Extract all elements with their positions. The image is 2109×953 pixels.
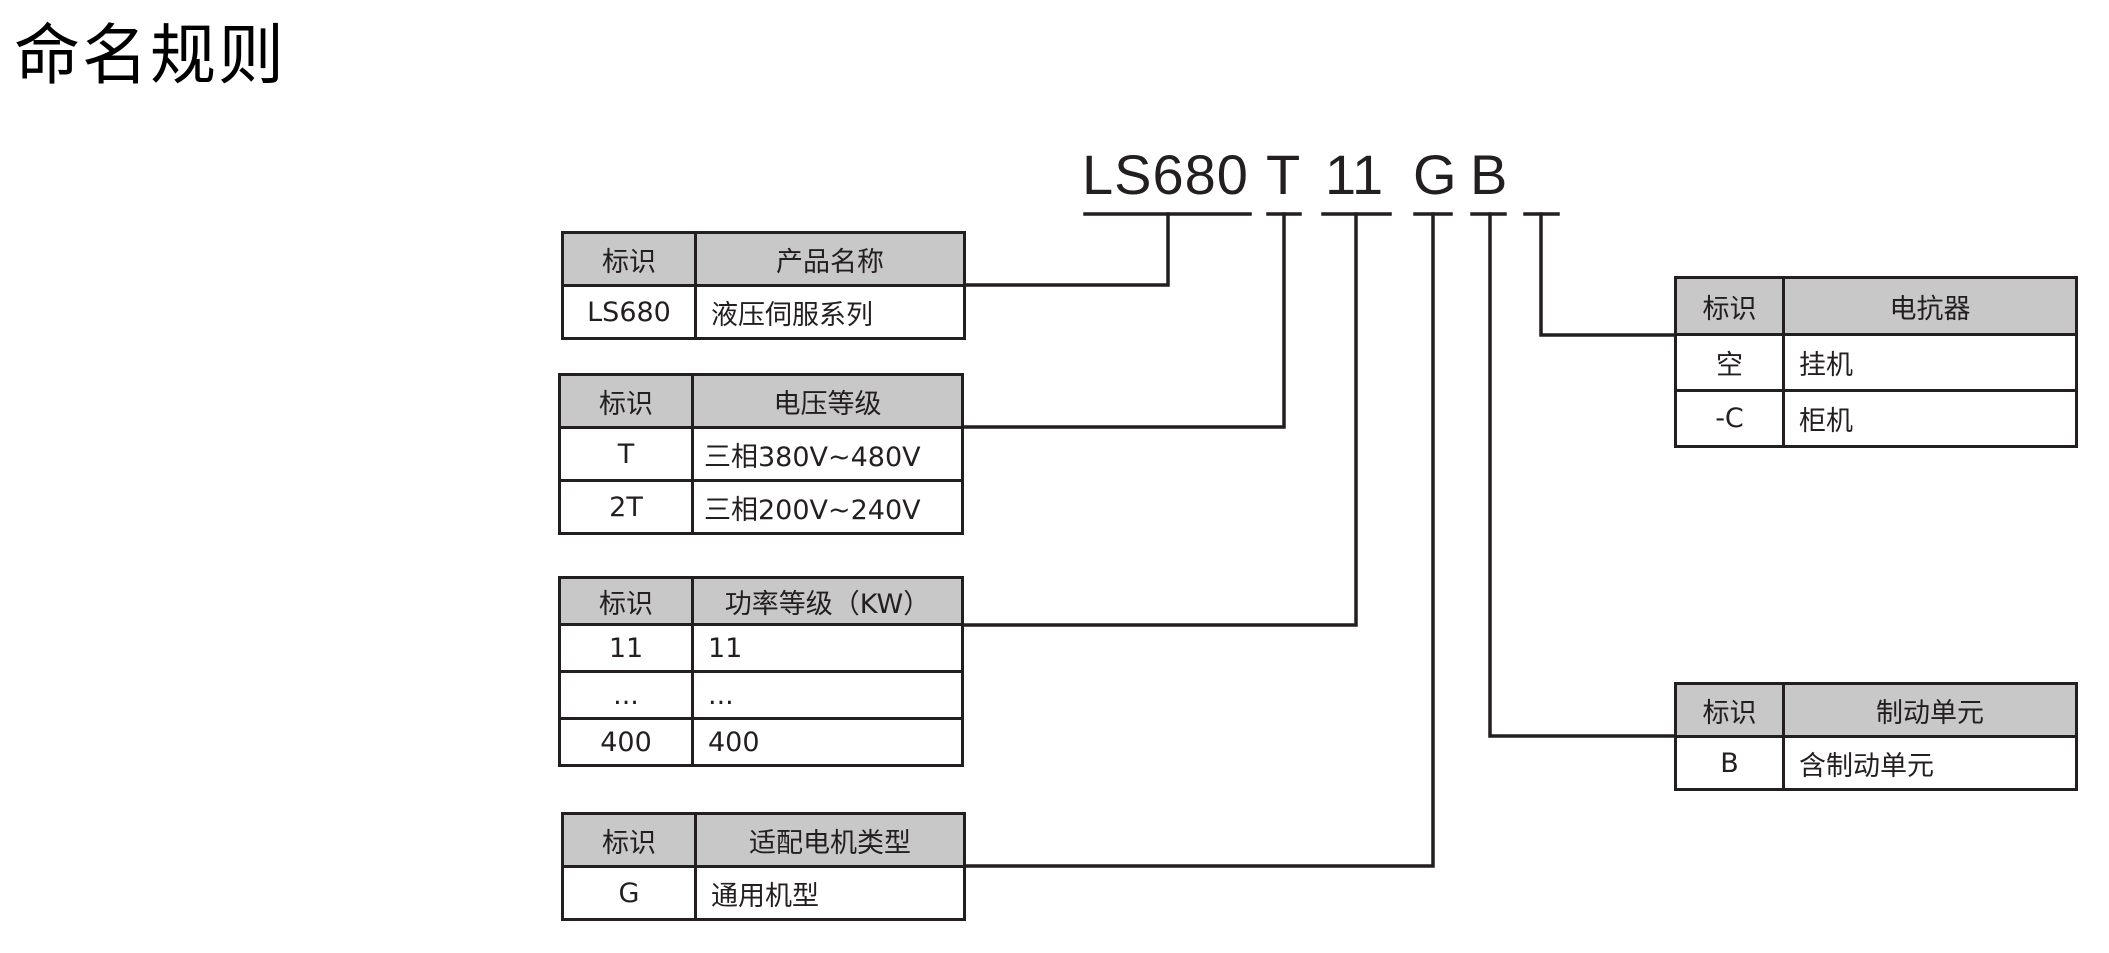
table-header-row: 标识 适配电机类型 (561, 812, 966, 868)
header-id: 标识 (1674, 682, 1785, 738)
page-title: 命名规则 (14, 17, 286, 94)
header-reactor: 电抗器 (1782, 276, 2078, 336)
code-segment-motor: G (1413, 143, 1457, 206)
table-power-class: 标识 功率等级（KW） 11 11 ... ... 400 400 (558, 576, 964, 767)
table-row: B 含制动单元 (1674, 735, 2078, 791)
cell-description: 400 (691, 717, 964, 767)
table-header-row: 标识 产品名称 (561, 231, 966, 287)
cell-id: 2T (558, 479, 694, 535)
cell-id: ... (558, 670, 694, 720)
cell-description: 含制动单元 (1782, 735, 2078, 791)
header-id: 标识 (558, 373, 694, 429)
connector-motor (964, 212, 1435, 868)
cell-id: G (561, 865, 697, 921)
cell-description: 柜机 (1782, 389, 2078, 448)
header-motor-type: 适配电机类型 (694, 812, 966, 868)
header-id: 标识 (558, 576, 694, 626)
cell-description: 液压伺服系列 (694, 284, 966, 340)
code-segment-voltage: T (1266, 143, 1301, 206)
header-id: 标识 (561, 231, 697, 287)
table-row: 400 400 (558, 717, 964, 767)
cell-id: LS680 (561, 284, 697, 340)
table-header-row: 标识 制动单元 (1674, 682, 2078, 738)
table-row: 11 11 (558, 623, 964, 673)
cell-description: 三相380V~480V (691, 426, 964, 482)
table-row: -C 柜机 (1674, 389, 2078, 448)
table-motor-type: 标识 适配电机类型 G 通用机型 (561, 812, 966, 921)
code-segment-brake: B (1470, 143, 1508, 206)
table-header-row: 标识 功率等级（KW） (558, 576, 964, 626)
header-brake-unit: 制动单元 (1782, 682, 2078, 738)
table-header-row: 标识 电抗器 (1674, 276, 2078, 336)
table-product-name: 标识 产品名称 LS680 液压伺服系列 (561, 231, 966, 340)
connector-series (964, 212, 1170, 287)
header-power-class: 功率等级（KW） (691, 576, 964, 626)
table-row: 2T 三相200V~240V (558, 479, 964, 535)
cell-description: 通用机型 (694, 865, 966, 921)
header-id: 标识 (1674, 276, 1785, 336)
table-row: 空 挂机 (1674, 333, 2078, 392)
header-product-name: 产品名称 (694, 231, 966, 287)
table-row: ... ... (558, 670, 964, 720)
code-segment-power: 11 (1325, 143, 1384, 206)
table-header-row: 标识 电压等级 (558, 373, 964, 429)
header-voltage-class: 电压等级 (691, 373, 964, 429)
cell-description: 挂机 (1782, 333, 2078, 392)
table-reactor: 标识 电抗器 空 挂机 -C 柜机 (1674, 276, 2078, 448)
table-row: LS680 液压伺服系列 (561, 284, 966, 340)
cell-id: -C (1674, 389, 1785, 448)
header-id: 标识 (561, 812, 697, 868)
cell-description: ... (691, 670, 964, 720)
connector-power (962, 212, 1358, 627)
connector-reactor (1539, 212, 1676, 337)
cell-id: B (1674, 735, 1785, 791)
table-row: G 通用机型 (561, 865, 966, 921)
table-voltage-class: 标识 电压等级 T 三相380V~480V 2T 三相200V~240V (558, 373, 964, 535)
cell-id: T (558, 426, 694, 482)
cell-id: 空 (1674, 333, 1785, 392)
connector-brake (1488, 212, 1676, 738)
cell-description: 11 (691, 623, 964, 673)
cell-description: 三相200V~240V (691, 479, 964, 535)
cell-id: 11 (558, 623, 694, 673)
code-segment-series: LS680 (1082, 143, 1249, 206)
cell-id: 400 (558, 717, 694, 767)
table-row: T 三相380V~480V (558, 426, 964, 482)
connector-voltage (962, 212, 1286, 429)
table-brake-unit: 标识 制动单元 B 含制动单元 (1674, 682, 2078, 791)
